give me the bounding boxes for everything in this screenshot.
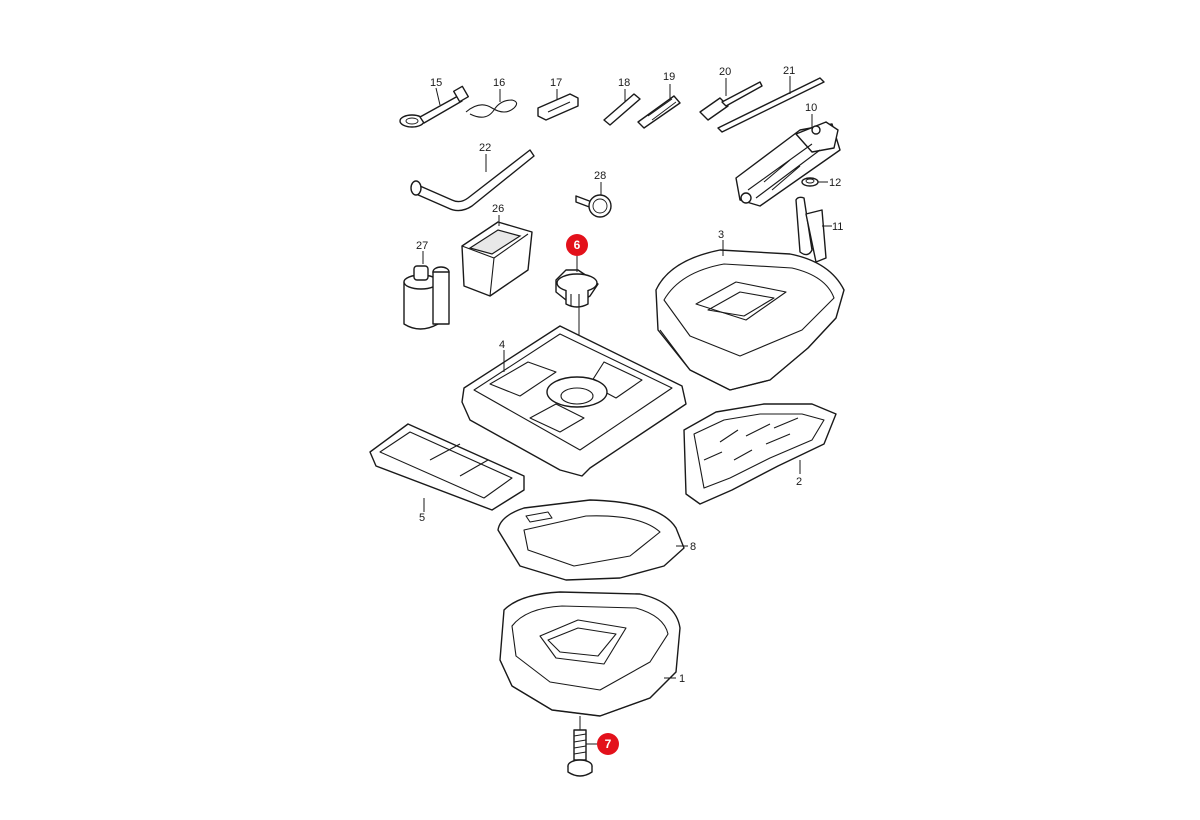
part-4-foam-insert[interactable] (461, 325, 687, 477)
label-20[interactable]: 20 (719, 66, 731, 78)
label-6: 6 (574, 238, 581, 252)
label-3[interactable]: 3 (718, 229, 724, 241)
label-17[interactable]: 17 (550, 77, 562, 89)
label-1[interactable]: 1 (679, 673, 685, 685)
label-28[interactable]: 28 (594, 170, 606, 182)
label-11[interactable]: 11 (832, 221, 843, 233)
part-28-pressure-gauge[interactable] (575, 194, 612, 218)
label-18[interactable]: 18 (618, 77, 630, 89)
label-15[interactable]: 15 (430, 77, 442, 89)
part-3-tool-tray[interactable] (655, 249, 845, 391)
part-1-main-tray[interactable] (499, 591, 681, 717)
part-16-wire-clip[interactable] (465, 99, 518, 118)
label-8[interactable]: 8 (690, 541, 696, 553)
label-21[interactable]: 21 (783, 65, 795, 77)
label-4[interactable]: 4 (499, 339, 505, 351)
part-11-strap[interactable] (795, 196, 827, 263)
part-2-foam-piece[interactable] (683, 403, 837, 505)
part-15-tow-eye[interactable] (399, 85, 470, 128)
label-2[interactable]: 2 (796, 476, 802, 488)
part-5-small-tray[interactable] (369, 423, 525, 511)
part-8-cover-plate[interactable] (497, 499, 685, 581)
part-27-sealant-bottle[interactable] (403, 265, 450, 330)
label-10[interactable]: 10 (805, 102, 817, 114)
leader-15 (435, 87, 441, 106)
part-12-nut[interactable] (801, 177, 819, 187)
callout-6-highlight[interactable]: 6 (566, 234, 588, 256)
label-19[interactable]: 19 (663, 71, 675, 83)
part-6-wing-nut[interactable] (555, 269, 599, 308)
label-26[interactable]: 26 (492, 203, 504, 215)
part-20-screwdriver[interactable] (699, 81, 763, 121)
label-12[interactable]: 12 (829, 177, 841, 189)
label-27[interactable]: 27 (416, 240, 428, 252)
part-19-socket[interactable] (637, 95, 681, 129)
label-22[interactable]: 22 (479, 142, 491, 154)
part-26-compressor[interactable] (461, 221, 533, 297)
part-18-pin[interactable] (603, 93, 641, 126)
part-10-car-jack[interactable] (735, 121, 841, 207)
part-21-crank-rod[interactable] (717, 77, 825, 133)
part-7-bolt[interactable] (567, 729, 593, 777)
part-17-bracket[interactable] (537, 93, 579, 121)
label-7: 7 (605, 737, 612, 751)
part-22-wheel-wrench[interactable] (410, 149, 535, 212)
label-5[interactable]: 5 (419, 512, 425, 524)
label-16[interactable]: 16 (493, 77, 505, 89)
callout-7-highlight[interactable]: 7 (597, 733, 619, 755)
